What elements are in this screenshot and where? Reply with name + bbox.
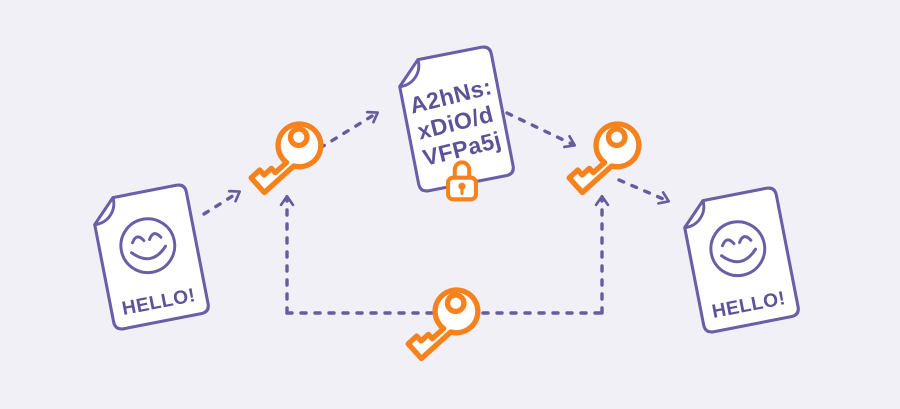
key-hole [287,126,310,149]
smiley-face-icon [119,217,177,275]
arrow-ciphertext-to-decrypt-key [505,111,577,149]
key-icon [394,276,492,371]
lock-shackle [452,160,472,182]
key-icon [237,110,335,205]
smiley-face-icon [709,220,767,278]
arrow-encrypt-key-to-ciphertext [318,110,379,150]
key-icon [555,110,653,205]
folded-corner-icon [398,58,421,89]
page-outline [398,45,515,193]
key-hole [444,292,467,315]
document-plaintext-left: HELLO! [88,181,212,334]
folded-corner-icon [93,196,116,227]
lock-icon [444,157,480,202]
key-hole [605,126,628,149]
folded-corner-icon [683,199,706,230]
document-plaintext-right: HELLO! [678,184,802,337]
arrow-plaintext-to-encrypt-key [202,189,241,216]
arrow-decrypt-key-to-plaintext [617,178,671,205]
document-encrypted: A2hNs: xDiO/d VFPa5j [393,43,517,196]
